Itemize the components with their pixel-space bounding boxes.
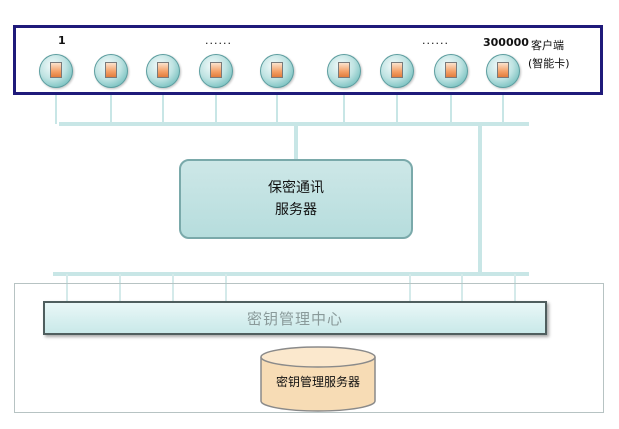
smart-card-chip-icon	[50, 62, 62, 78]
first-client-index: 1	[58, 34, 66, 47]
key-center-bar: 密钥管理中心	[43, 301, 547, 335]
connection-lines	[53, 122, 529, 276]
ellipsis-left: ......	[205, 34, 232, 47]
comm-server-box: 保密通讯 服务器	[179, 159, 413, 239]
smart-card-chip-icon	[497, 62, 509, 78]
client-node	[327, 54, 361, 88]
database-icon	[260, 346, 376, 412]
ellipsis-right: ......	[422, 34, 449, 47]
client-node	[486, 54, 520, 88]
smart-card-chip-icon	[105, 62, 117, 78]
smart-card-chip-icon	[271, 62, 283, 78]
client-node	[146, 54, 180, 88]
key-center-label: 密钥管理中心	[246, 309, 343, 328]
client-node	[434, 54, 468, 88]
smart-card-chip-icon	[445, 62, 457, 78]
key-center-frame	[14, 283, 604, 413]
client-node	[94, 54, 128, 88]
client-node	[199, 54, 233, 88]
client-node	[260, 54, 294, 88]
last-client-index: 300000	[483, 36, 529, 49]
client-node	[380, 54, 414, 88]
comm-server-line1: 保密通讯	[268, 180, 324, 196]
comm-server-line2: 服务器	[275, 202, 317, 218]
smart-card-chip-icon	[157, 62, 169, 78]
key-server-label: 密钥管理服务器	[275, 375, 360, 389]
smart-card-chip-icon	[210, 62, 222, 78]
smart-card-chip-icon	[391, 62, 403, 78]
smart-card-chip-icon	[338, 62, 350, 78]
clients-subtitle: (智能卡)	[528, 57, 570, 70]
center-drop-lines	[66, 274, 516, 302]
clients-title: 客户端	[531, 39, 564, 52]
client-node	[39, 54, 73, 88]
